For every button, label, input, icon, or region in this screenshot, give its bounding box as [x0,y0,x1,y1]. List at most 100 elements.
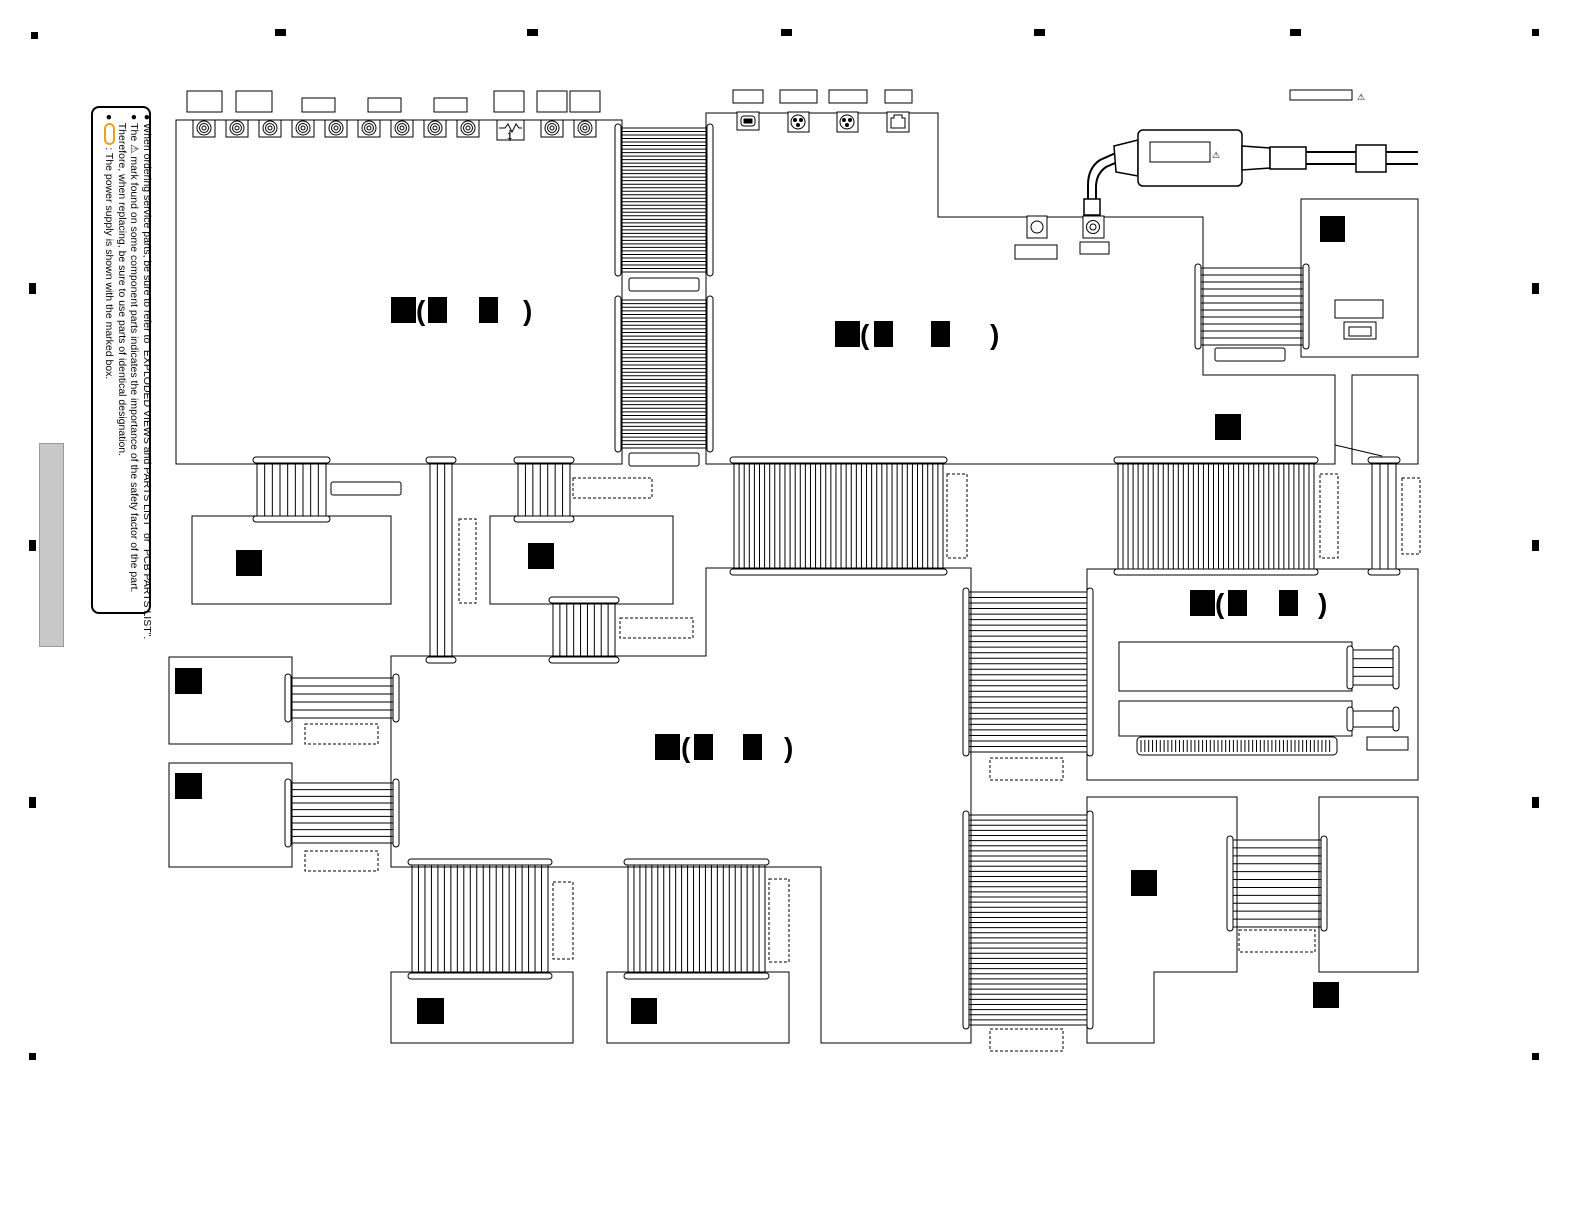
close-paren: ) [784,732,793,763]
sub-module-b [1118,700,1353,737]
ribbon-cable-icon [284,673,400,723]
dashed-label-box [619,617,694,639]
board-id-labels: ()()()() [416,295,1327,763]
label-box [235,90,273,113]
label-box [732,89,764,104]
rca-jack-icon [291,119,315,138]
registration-mark [781,29,792,36]
rca-jack-icon [258,119,282,138]
ribbon-cable-icon [284,778,400,848]
ribbon-cable-icon [1113,456,1319,576]
board-marker [931,321,950,347]
board-marker [1279,590,1298,616]
registration-mark [1532,283,1539,294]
ribbon-cable-icon [407,858,553,980]
board-marker [428,297,447,323]
lan-jack-icon [886,111,910,133]
ribbon-cable-icon [548,596,620,664]
registration-mark [1532,1053,1539,1060]
rca-jack-icon [225,119,249,138]
ribbon-cable-icon [614,123,714,277]
registration-mark [29,540,36,551]
label-box [367,97,402,113]
board-marker [391,297,416,323]
connector-labels [186,89,1409,751]
mini-din-jack-icon [836,111,859,133]
pcb-left-mid-b [489,515,674,605]
notes-box: ● When ordering service parts, be sure t… [91,106,153,639]
rca-jack-icon [540,119,564,138]
pcb-right-bottom-a [1086,796,1238,1044]
registration-mark [1532,797,1539,808]
ribbon-cable-icon [1367,456,1401,576]
terminal-parts [1026,215,1105,239]
dashed-label-box [989,757,1064,781]
ribbon-cable-icon [1194,263,1310,350]
ribbon-cable-icon [729,456,948,576]
label-box [1334,299,1384,319]
board-markers [175,216,1345,1024]
board-marker [417,998,444,1024]
board-marker [743,734,762,760]
ribbon-cable-icon [623,858,770,980]
comb-connector [1136,736,1338,756]
board-marker [236,550,262,576]
dashed-label-box [304,723,379,745]
rca-jack-icon [324,119,348,138]
board-marker [1190,590,1215,616]
dashed-label-box [989,1028,1064,1052]
ribbon-cable-icon [962,810,1094,1030]
header-connector [1343,321,1377,340]
board-marker [874,321,893,347]
label-box [433,97,468,113]
ribbon-cable-icon [1226,835,1328,932]
dashed-label-box [768,878,790,963]
warning-mark-top: ⚠ [1357,93,1365,103]
label-box [536,90,568,113]
ribbon-cable-icon [513,456,575,523]
ribbon-cables [252,123,1401,1030]
pcb-main-center [390,567,972,1044]
board-marker [1228,590,1247,616]
registration-mark [31,32,38,39]
mini-din-jack-icon [787,111,810,133]
board-marker [175,773,202,799]
board-marker [1215,414,1241,440]
label-box [301,97,336,113]
board-marker [528,543,554,569]
registration-mark [1034,29,1045,36]
rca-jack-icon [192,119,216,138]
label-box [1366,736,1409,751]
rca-jack-icon [456,119,480,138]
ribbon-cable-icon [1346,706,1400,732]
registration-mark [1290,29,1301,36]
label-box [186,90,223,113]
connector-slots [330,277,1286,496]
dashed-label-boxes [304,473,1421,1052]
label-box [779,89,818,104]
fuse-holder-icon: 1 [496,119,525,141]
frame-marks [29,29,1539,1060]
dashed-label-box [458,518,477,604]
registration-mark [527,29,538,36]
board-marker [1131,870,1157,896]
warning-mark-cord: ⚠ [1212,151,1220,161]
wire-diagonal [1334,444,1383,457]
board-marker [175,668,202,694]
dashed-label-box [1401,477,1421,555]
close-paren: ) [523,295,532,326]
pcb-top-left [175,119,623,465]
registration-mark [1532,29,1539,36]
board-marker [655,734,680,760]
registration-mark [29,283,36,294]
dashed-label-box [572,477,653,499]
board-marker [694,734,713,760]
rca-jack-icon [390,119,414,138]
label-box [493,90,525,113]
label-box [1079,241,1110,255]
label-box [569,90,601,113]
pcb-right-bottom-b [1318,796,1419,973]
label-box [828,89,868,104]
pcb-outlines [168,112,1419,1044]
